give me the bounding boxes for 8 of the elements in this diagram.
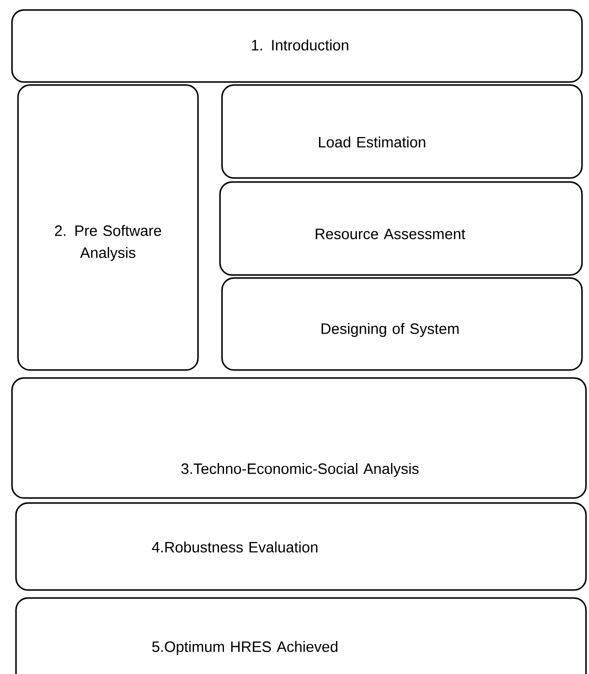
process-box: 3.Techno-Economic-Social Analysis xyxy=(11,377,587,499)
process-box: 4.Robustness Evaluation xyxy=(15,502,587,591)
process-box: Load Estimation xyxy=(221,84,583,179)
process-box: 5.Optimum HRES Achieved xyxy=(15,597,587,674)
process-box: 2. Pre Software Analysis xyxy=(17,84,199,371)
process-box: 1. Introduction xyxy=(11,9,583,83)
process-box: Resource Assessment xyxy=(219,181,583,276)
process-box: Designing of System xyxy=(221,277,583,371)
